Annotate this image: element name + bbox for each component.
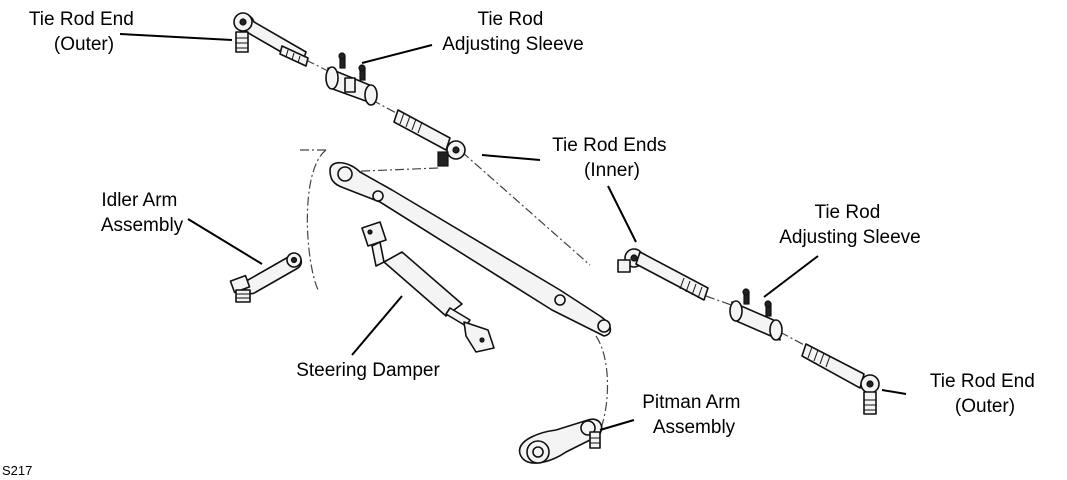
- center-link-part: [329, 161, 612, 337]
- figure-code: S217: [2, 463, 32, 478]
- tie-rod-end-outer-right-part: [801, 343, 880, 415]
- adjusting-sleeve-top-part: [325, 52, 378, 106]
- label-adjusting-sleeve-right: Tie Rod Adjusting Sleeve: [779, 202, 921, 248]
- label-steering-damper: Steering Damper: [296, 360, 440, 381]
- pitman-arm-part: [518, 418, 603, 464]
- label-tie-rod-end-outer-right: Tie Rod End (Outer): [930, 371, 1040, 417]
- idler-arm-part: [229, 252, 303, 303]
- tie-rod-end-outer-left-part: [233, 12, 309, 67]
- adjusting-sleeve-right-part: [729, 288, 783, 341]
- label-idler-arm-assembly: Idler Arm Assembly: [101, 190, 184, 236]
- label-tie-rod-ends-inner: Tie Rod Ends (Inner): [552, 135, 672, 181]
- tie-rod-end-inner-right-part: [617, 248, 709, 301]
- leader-lines: [119, 33, 907, 431]
- tie-rod-end-inner-upper-part: [393, 109, 466, 167]
- label-adjusting-sleeve-top: Tie Rod Adjusting Sleeve: [442, 9, 584, 55]
- steering-damper-part: [361, 221, 495, 353]
- label-pitman-arm-assembly: Pitman Arm Assembly: [642, 392, 745, 438]
- label-tie-rod-end-outer-left: Tie Rod End (Outer): [29, 9, 139, 55]
